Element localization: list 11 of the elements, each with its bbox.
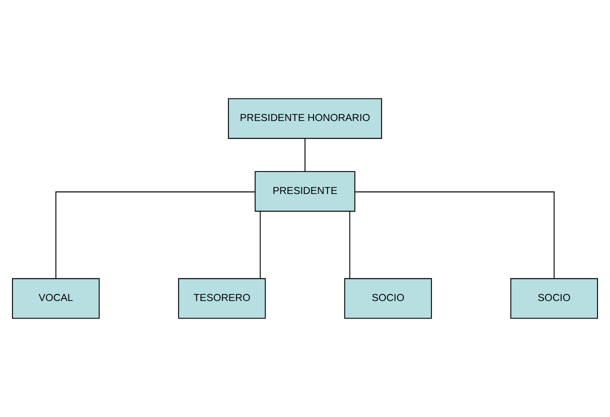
node-box: PRESIDENTE HONORARIO [228, 98, 382, 139]
node-box: TESORERO [178, 278, 266, 319]
connector [260, 210, 261, 279]
node-box: SOCIO [510, 278, 598, 319]
connector [349, 210, 350, 279]
connector [354, 191, 555, 279]
node-box: SOCIO [344, 278, 432, 319]
node-box: VOCAL [12, 278, 100, 319]
node-box: PRESIDENTE [254, 171, 356, 212]
connector [304, 138, 306, 172]
connector [55, 191, 256, 279]
